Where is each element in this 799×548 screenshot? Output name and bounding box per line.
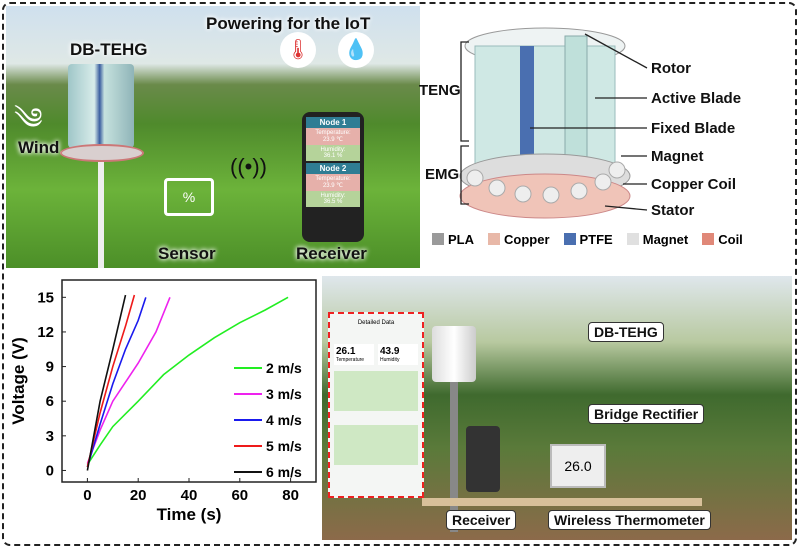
part-label-active-blade: Active Blade — [651, 90, 742, 107]
series-line-6ms — [86, 294, 127, 471]
x-tick-label: 60 — [231, 487, 248, 504]
legend-label: 5 m/s — [266, 438, 302, 454]
thermometer-photo: 26.0 — [550, 444, 606, 488]
y-tick-label: 9 — [46, 359, 54, 376]
table-frame — [422, 498, 702, 506]
wireless-signal-icon: ((•)) — [230, 154, 268, 179]
humidity-label: Humidity: — [320, 147, 346, 153]
x-tick-label: 20 — [130, 487, 147, 504]
app-humidity: 43.9 — [380, 346, 400, 357]
part-label-stator: Stator — [651, 202, 695, 219]
temp-label: Temperature: — [315, 176, 351, 182]
receiver-label: Receiver — [296, 244, 367, 263]
legend-label: 2 m/s — [266, 360, 302, 376]
legend-label: 3 m/s — [266, 386, 302, 402]
humidity-label: Humidity: — [320, 193, 346, 199]
mast — [450, 382, 458, 532]
sensor-label: Sensor — [158, 244, 216, 263]
y-tick-label: 6 — [46, 393, 54, 410]
app-title: Detailed Data — [357, 320, 395, 326]
device-label: DB-TEHG — [588, 322, 664, 342]
series-line-5ms — [86, 294, 136, 468]
structure-diagram: TENG EMG Rotor Active Blade Fixed Blade … — [419, 6, 793, 268]
humidity-value: 36.5 % — [323, 199, 343, 205]
turbine-photo — [432, 326, 476, 382]
node-name: Node 2 — [306, 163, 360, 174]
temp-chart-area — [334, 371, 418, 411]
series-line-3ms — [86, 297, 171, 464]
part-label-magnet: Magnet — [651, 148, 704, 165]
turbine-rotor — [68, 64, 134, 148]
material-legend: PLA Copper PTFE Magnet Coil — [432, 232, 743, 247]
node-2-card: Node 2 Temperature:23.9 ℃ Humidity:36.5 … — [306, 163, 360, 207]
y-axis-label: Voltage (V) — [9, 337, 28, 425]
rectifier-label: Bridge Rectifier — [588, 404, 705, 424]
app-humidity-label: Humidity — [380, 357, 400, 363]
app-temp-label: Temperature — [336, 357, 365, 363]
x-axis-label: Time (s) — [157, 505, 222, 524]
x-tick-label: 0 — [83, 487, 91, 504]
turbine-pole — [98, 162, 104, 268]
receiver-label: Receiver — [446, 510, 517, 530]
x-tick-label: 40 — [181, 487, 198, 504]
node-name: Node 1 — [306, 117, 360, 128]
humidity-value: 36.1 % — [323, 153, 343, 159]
sensor-icon: % — [164, 178, 214, 216]
app-temperature: 26.1 — [336, 346, 356, 357]
thermometer-label: Wireless Thermometer — [548, 510, 711, 530]
legend-magnet: Magnet — [626, 232, 688, 247]
part-label-copper-coil: Copper Coil — [651, 176, 736, 193]
device-label: DB-TEHG — [70, 40, 148, 59]
y-tick-label: 3 — [46, 428, 54, 445]
phone-photo — [466, 426, 500, 492]
temp-value: 23.9 ℃ — [322, 183, 344, 189]
temp-value: 23.9 ℃ — [322, 137, 344, 143]
exploded-view — [459, 27, 648, 219]
temp-label: Temperature: — [315, 130, 351, 136]
legend-label: 6 m/s — [266, 464, 302, 480]
series-line-4ms — [86, 297, 147, 468]
y-tick-label: 12 — [37, 324, 54, 341]
humidity-bubble-icon: 💧 — [338, 32, 374, 68]
legend-coil: Coil — [702, 232, 743, 247]
group-label-emg: EMG — [425, 166, 460, 183]
receiver-phone: Node 1 Temperature:23.9 ℃ Humidity:36.1 … — [302, 112, 364, 242]
y-tick-label: 15 — [37, 289, 54, 306]
wind-label: Wind — [18, 138, 60, 157]
turbine-base — [60, 144, 144, 162]
node-1-card: Node 1 Temperature:23.9 ℃ Humidity:36.1 … — [306, 117, 360, 161]
part-label-rotor: Rotor — [651, 60, 691, 77]
group-label-teng: TENG — [419, 82, 461, 99]
series-line-2ms — [86, 296, 289, 466]
legend-label: 4 m/s — [266, 412, 302, 428]
humidity-chart-area — [334, 425, 418, 465]
x-tick-label: 80 — [282, 487, 299, 504]
wind-swirl-icon: ༄ — [14, 103, 43, 136]
legend-pla: PLA — [432, 232, 474, 247]
legend-ptfe: PTFE — [563, 232, 613, 247]
thermometer-bubble-icon: 🌡 — [280, 32, 316, 68]
part-label-fixed-blade: Fixed Blade — [651, 120, 736, 137]
y-tick-label: 0 — [46, 462, 54, 479]
legend-copper: Copper — [488, 232, 550, 247]
scene-title: Powering for the IoT — [206, 14, 371, 33]
